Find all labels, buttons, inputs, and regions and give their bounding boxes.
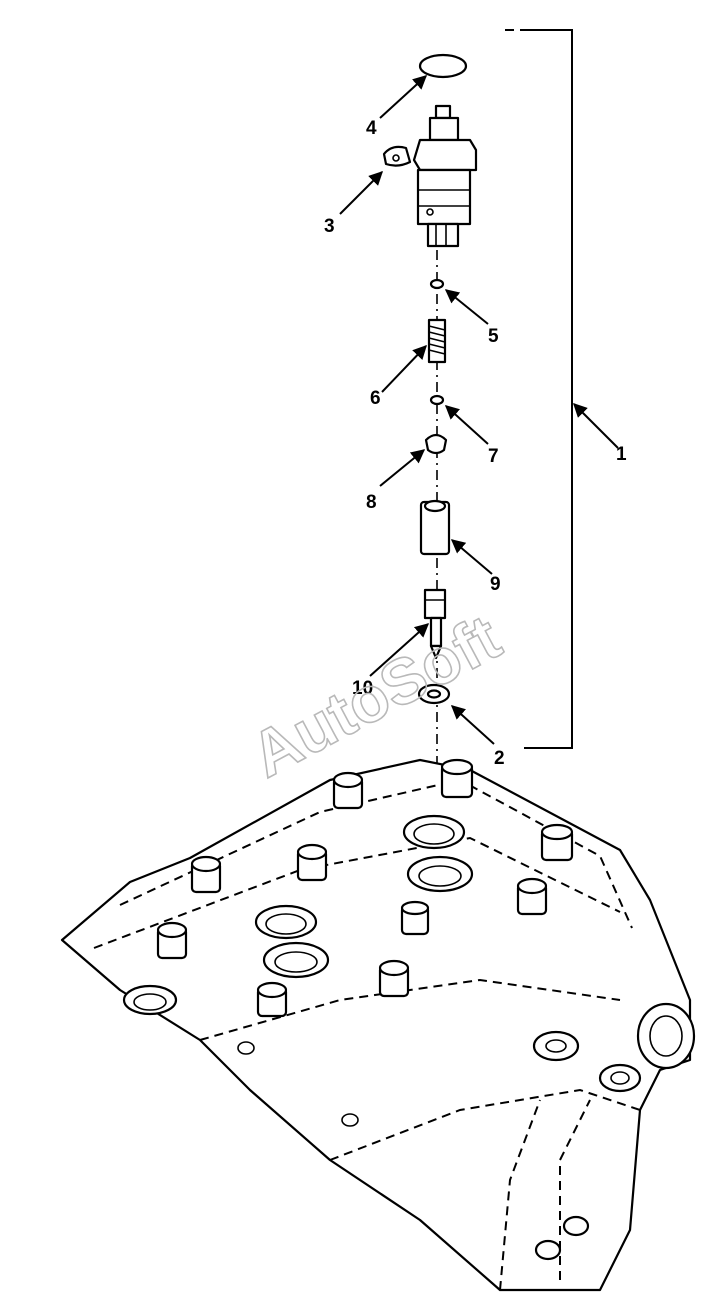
callout-label-5: 5 xyxy=(488,326,499,347)
mount-boss xyxy=(532,1030,580,1062)
leader-arrow-9 xyxy=(450,539,493,575)
callout-label-9: 9 xyxy=(490,574,501,595)
side-port xyxy=(636,1002,696,1070)
callout-label-6: 6 xyxy=(370,388,381,409)
head-bolt xyxy=(378,959,410,998)
leader-arrow-3 xyxy=(339,171,383,215)
leader-arrow-6 xyxy=(381,344,427,393)
callout-label-7: 7 xyxy=(488,446,499,467)
small-washer-lower xyxy=(429,394,445,406)
nozzle xyxy=(423,588,447,660)
bolt-hole xyxy=(341,1113,359,1127)
leader-arrow-2 xyxy=(450,705,495,745)
callout-label-4: 4 xyxy=(366,118,377,139)
head-bolt xyxy=(190,855,222,894)
head-bolt xyxy=(332,771,364,810)
fuel-injector xyxy=(412,104,478,248)
leader-arrow-7 xyxy=(444,405,489,445)
callout-label-3: 3 xyxy=(324,216,335,237)
copper-washer xyxy=(417,683,451,705)
head-bolt xyxy=(156,921,188,960)
head-bolt xyxy=(256,981,288,1018)
bolt-hole xyxy=(237,1041,255,1055)
callout-label-1: 1 xyxy=(616,444,627,465)
cylinder-head xyxy=(60,758,696,1292)
head-bolt xyxy=(516,877,548,916)
spacer xyxy=(424,433,448,455)
injector-bore xyxy=(406,855,474,893)
small-washer-upper xyxy=(429,278,445,290)
bolt-hole xyxy=(534,1239,562,1261)
injector-bore xyxy=(402,814,466,850)
callout-label-8: 8 xyxy=(366,492,377,513)
injector-bore xyxy=(122,984,178,1016)
assembly-bracket xyxy=(524,29,573,749)
watermark-text: AutoSoft xyxy=(239,601,511,791)
injector-bore xyxy=(254,904,318,940)
head-bolt xyxy=(296,843,328,882)
callout-label-2: 2 xyxy=(494,748,505,769)
leader-arrow-1 xyxy=(573,403,619,449)
injector-bore xyxy=(262,941,330,979)
nozzle-sleeve xyxy=(419,499,451,556)
leader-arrow-8 xyxy=(379,449,426,487)
leader-arrow-4 xyxy=(379,75,428,119)
o-ring-seal xyxy=(418,53,468,79)
leader-arrow-5 xyxy=(444,289,489,325)
bolt-hole xyxy=(562,1215,590,1237)
callout-label-10: 10 xyxy=(352,678,373,699)
head-bolt xyxy=(540,823,574,862)
head-bolt xyxy=(440,758,474,799)
leader-arrow-10 xyxy=(369,623,430,677)
spring xyxy=(427,318,447,364)
head-bolt xyxy=(400,900,430,936)
mount-boss xyxy=(598,1063,642,1093)
clamp-clip xyxy=(382,145,412,167)
